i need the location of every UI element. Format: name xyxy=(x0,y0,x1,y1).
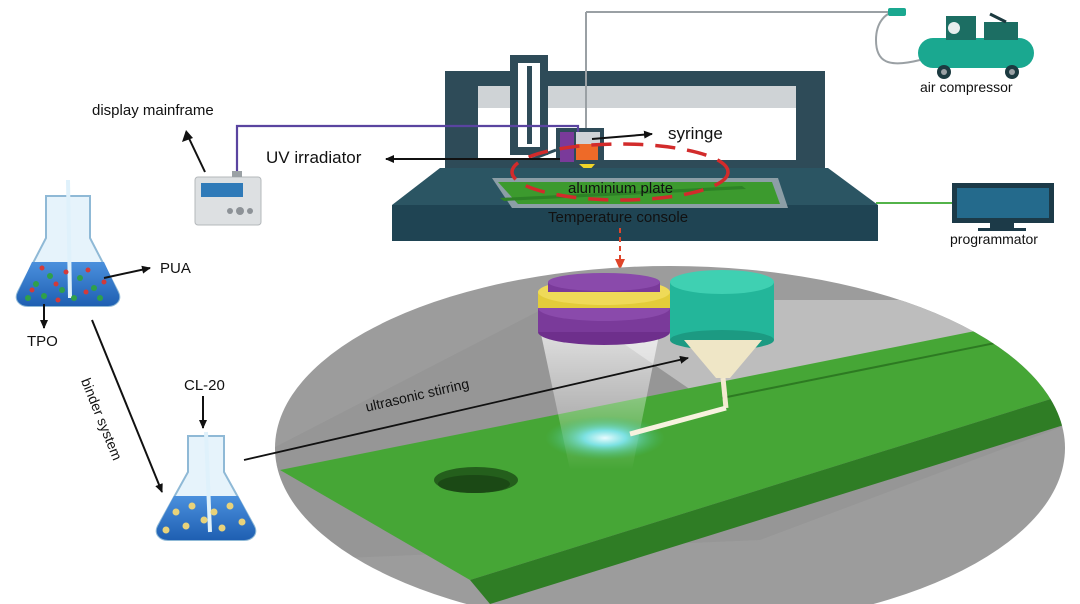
label-display-mainframe: display mainframe xyxy=(92,102,214,119)
programmator-monitor-icon xyxy=(952,183,1054,231)
label-tpo: TPO xyxy=(27,333,58,350)
label-pua: PUA xyxy=(160,260,191,277)
uv-glow-spot xyxy=(545,416,665,460)
label-uv-irradiator: UV irradiator xyxy=(266,148,362,167)
display-mainframe-device xyxy=(194,171,262,226)
mainframe-cable xyxy=(235,124,580,171)
z-axis-rail xyxy=(510,55,548,155)
zoom-view xyxy=(275,266,1065,604)
uv-lamp xyxy=(538,273,670,345)
printed-track xyxy=(280,320,1065,580)
label-programmator: programmator xyxy=(950,231,1038,247)
flask-cl20 xyxy=(155,431,257,541)
label-air-compressor: air compressor xyxy=(920,79,1013,95)
focus-dashed-circle xyxy=(510,142,730,202)
air-compressor-icon xyxy=(874,8,1034,79)
nozzle xyxy=(629,270,774,437)
label-aluminium-plate: aluminium plate xyxy=(568,180,674,197)
binder-system-arrow xyxy=(91,319,163,493)
ultrasonic-stirring-arrow xyxy=(243,355,689,461)
label-syringe: syringe xyxy=(668,124,723,143)
pua-arrow xyxy=(103,265,151,279)
syringe-arrow xyxy=(591,130,653,140)
platform xyxy=(392,168,878,241)
label-temperature-console: Temperature console xyxy=(548,209,689,226)
label-cl20: CL-20 xyxy=(184,377,225,394)
flask-pua-tpo xyxy=(15,179,121,307)
